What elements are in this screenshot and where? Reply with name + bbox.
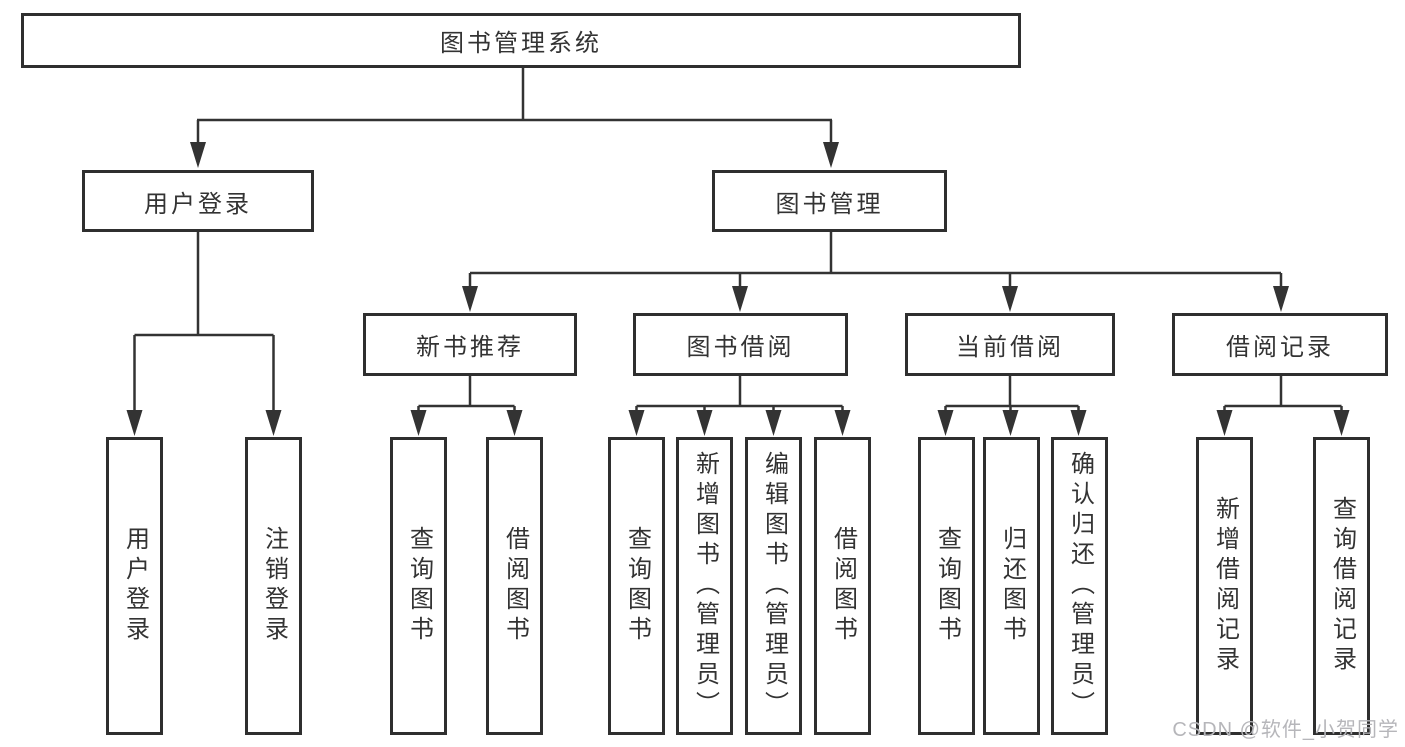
leaf-add-book-admin-label: 新增图书（管理员） xyxy=(691,451,719,721)
leaf-user-login: 用户登录 xyxy=(106,437,163,735)
leaf-logout: 注销登录 xyxy=(245,437,302,735)
node-borrow-record: 借阅记录 xyxy=(1172,313,1388,376)
leaf-confirm-return-admin-label: 确认归还（管理员） xyxy=(1066,451,1094,721)
leaf-query-borrow-record-label: 查询借阅记录 xyxy=(1328,496,1356,676)
leaf-edit-book-admin: 编辑图书（管理员） xyxy=(745,437,802,735)
leaf-logout-label: 注销登录 xyxy=(260,526,288,646)
node-book-management: 图书管理 xyxy=(712,170,947,232)
node-current-borrow-label: 当前借阅 xyxy=(956,334,1064,361)
leaf-return-book-label: 归还图书 xyxy=(998,526,1026,646)
connector-new-book-recommend-split xyxy=(410,376,523,436)
leaf-add-borrow-record-label: 新增借阅记录 xyxy=(1211,496,1239,676)
connector-book-management-split xyxy=(462,232,1289,312)
node-user-login-label: 用户登录 xyxy=(144,190,252,218)
leaf-borrow-book-label: 借阅图书 xyxy=(829,526,857,646)
connector-current-borrow-split xyxy=(937,376,1087,436)
leaf-query-borrow-record: 查询借阅记录 xyxy=(1313,437,1370,735)
watermark: CSDN @软件_小贺同学 xyxy=(1172,719,1399,741)
leaf-borrow-book-recommend-label: 借阅图书 xyxy=(501,526,529,646)
node-root-label: 图书管理系统 xyxy=(440,30,602,57)
leaf-confirm-return-admin: 确认归还（管理员） xyxy=(1051,437,1108,735)
connector-user-login-split xyxy=(126,232,282,436)
node-root: 图书管理系统 xyxy=(21,13,1021,68)
node-user-login: 用户登录 xyxy=(82,170,314,232)
leaf-return-book: 归还图书 xyxy=(983,437,1040,735)
leaf-edit-book-admin-label: 编辑图书（管理员） xyxy=(760,451,788,721)
leaf-query-book-current: 查询图书 xyxy=(918,437,975,735)
node-new-book-recommend: 新书推荐 xyxy=(363,313,577,376)
connector-book-borrow-split xyxy=(628,376,851,436)
leaf-add-book-admin: 新增图书（管理员） xyxy=(676,437,733,735)
leaf-user-login-label: 用户登录 xyxy=(121,526,149,646)
leaf-borrow-book-recommend: 借阅图书 xyxy=(486,437,543,735)
leaf-query-book-recommend-label: 查询图书 xyxy=(405,526,433,646)
connector-root-split xyxy=(190,68,839,168)
leaf-query-book-borrow-label: 查询图书 xyxy=(623,526,651,646)
connector-borrow-record-split xyxy=(1216,376,1350,436)
leaf-query-book-borrow: 查询图书 xyxy=(608,437,665,735)
node-book-management-label: 图书管理 xyxy=(775,190,884,218)
leaf-query-book-recommend: 查询图书 xyxy=(390,437,447,735)
node-current-borrow: 当前借阅 xyxy=(905,313,1115,376)
node-new-book-recommend-label: 新书推荐 xyxy=(416,334,524,361)
node-book-borrow-label: 图书借阅 xyxy=(686,334,795,361)
leaf-query-book-current-label: 查询图书 xyxy=(933,526,961,646)
leaf-add-borrow-record: 新增借阅记录 xyxy=(1196,437,1253,735)
leaf-borrow-book: 借阅图书 xyxy=(814,437,871,735)
node-borrow-record-label: 借阅记录 xyxy=(1226,334,1334,361)
node-book-borrow: 图书借阅 xyxy=(633,313,848,376)
